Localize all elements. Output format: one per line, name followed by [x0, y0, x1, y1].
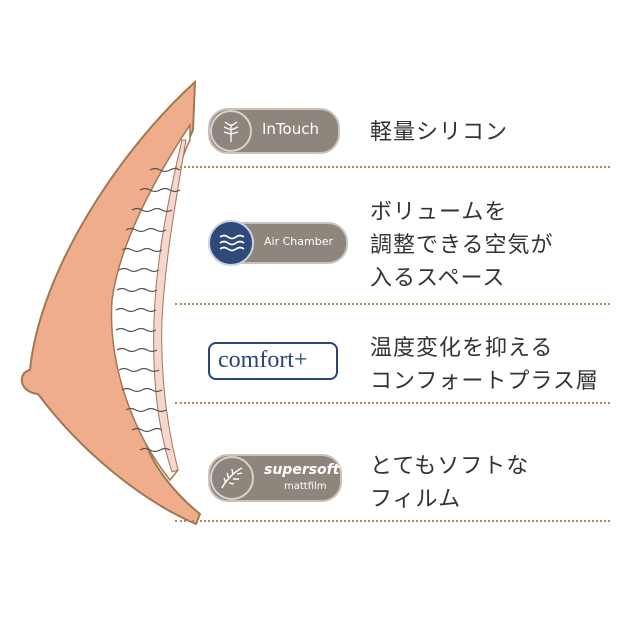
- divider: [175, 520, 610, 522]
- feather-icon: [210, 456, 254, 500]
- comfort-plus-label: comfort+: [218, 347, 308, 373]
- air-chamber-label: Air Chamber: [264, 235, 333, 248]
- feature-description: とてもソフトな フィルム: [370, 454, 530, 512]
- comfort-plus-badge: comfort+: [208, 342, 338, 380]
- air-wave-icon: [208, 220, 254, 266]
- air-chamber-waves: [115, 167, 181, 453]
- nipple: [20, 369, 39, 395]
- supersoft-badge: supersoft mattfilm: [208, 454, 342, 502]
- feature-description: ボリュームを 調整できる空気が 入るスペース: [370, 200, 554, 291]
- feather-down-icon: [210, 110, 252, 152]
- divider: [175, 303, 610, 305]
- air-chamber-badge: Air Chamber: [208, 220, 348, 266]
- intouch-badge: InTouch: [208, 108, 340, 154]
- intouch-label: InTouch: [262, 120, 319, 138]
- divider: [175, 166, 610, 168]
- feature-description: 軽量シリコン: [370, 120, 509, 145]
- supersoft-label: supersoft: [264, 462, 340, 478]
- divider: [175, 402, 610, 404]
- feature-description: 温度変化を抑える コンフォートプラス層: [370, 336, 599, 394]
- mattfilm-label: mattfilm: [284, 481, 327, 492]
